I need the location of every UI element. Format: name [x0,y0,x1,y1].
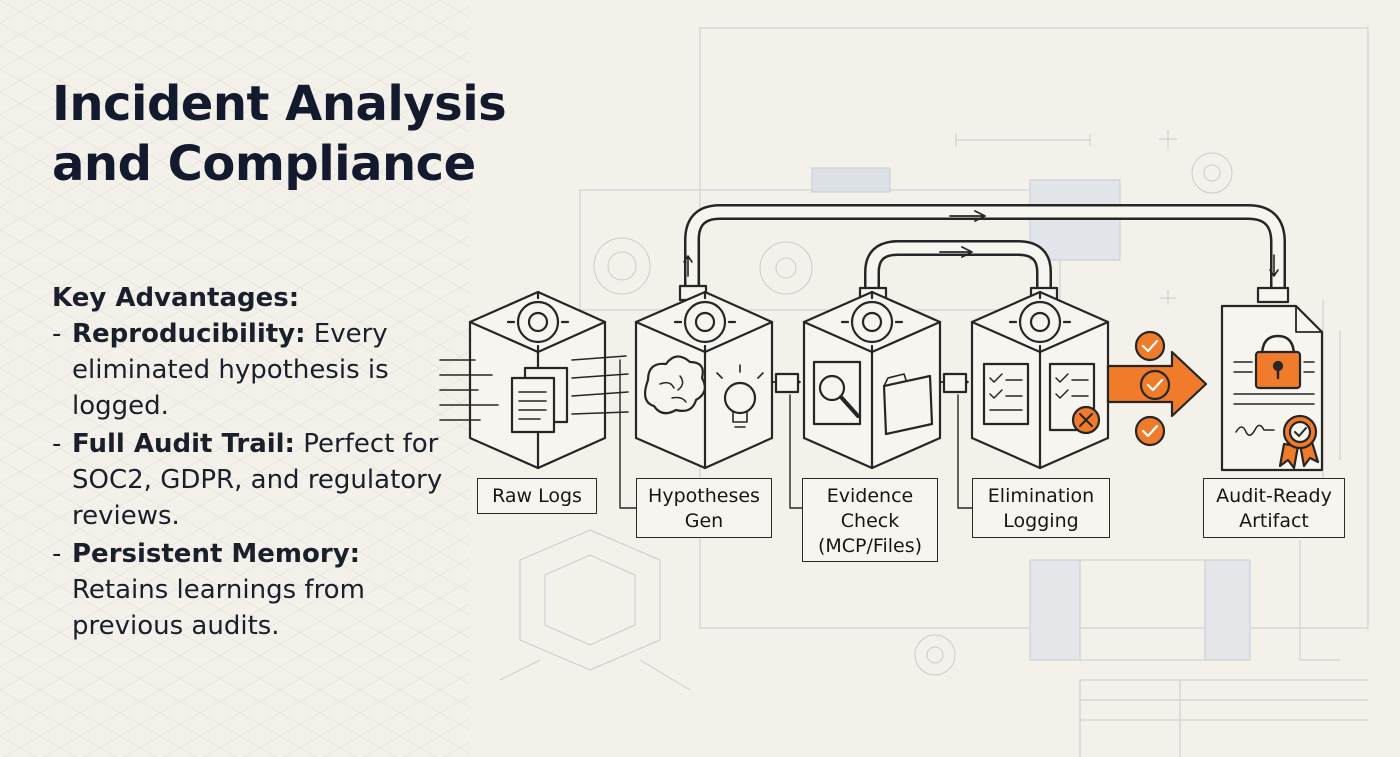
block-elimination [970,290,1110,470]
stage-label-evidence: Evidence Check (MCP/Files) [802,478,938,562]
stage-label-raw-logs: Raw Logs [477,478,597,514]
advantage-text: Retains learnings from previous audits. [72,575,365,641]
stage-label-hypotheses: Hypotheses Gen [636,478,772,538]
lightbulb-icon [716,364,764,428]
locked-document-icon [1220,304,1324,472]
advantage-term: Persistent Memory: [72,539,361,569]
output-arrow [1106,330,1208,447]
block-raw-logs [439,290,629,470]
key-advantages: Key Advantages: - Reproducibility: Every… [52,280,452,646]
advantage-item: - Full Audit Trail: Perfect for SOC2, GD… [52,426,452,534]
stage-label-artifact: Audit-Ready Artifact [1203,478,1345,538]
advantage-term: Reproducibility: [72,319,306,349]
advantages-list: - Reproducibility: Every eliminated hypo… [52,316,452,644]
advantage-item: - Reproducibility: Every eliminated hypo… [52,316,452,424]
check-icon [1134,330,1166,362]
block-evidence [802,290,942,470]
check-icon [1134,415,1166,447]
advantage-text: Perfect for SOC2, GDPR, and regulatory r… [72,429,443,531]
brain-icon [643,355,707,415]
stage-label-elimination: Elimination Logging [972,478,1110,538]
documents-icon [510,366,569,434]
dash-bullet: - [52,319,62,349]
advantage-text: Every eliminated hypothesis is logged. [72,319,389,421]
dash-bullet: - [52,539,62,569]
magnifier-icon [812,360,862,426]
folder-icon [882,373,934,436]
block-hypotheses [634,290,774,470]
pipe-short [858,240,1059,304]
pipe-long [678,204,1290,304]
advantage-term: Full Audit Trail: [72,429,295,459]
page-title: Incident Analysis and Compliance [52,76,507,192]
advantage-item: - Persistent Memory: Retains learnings f… [52,536,452,644]
dash-bullet: - [52,429,62,459]
check-icon [1139,369,1171,401]
advantages-heading: Key Advantages: [52,283,300,313]
